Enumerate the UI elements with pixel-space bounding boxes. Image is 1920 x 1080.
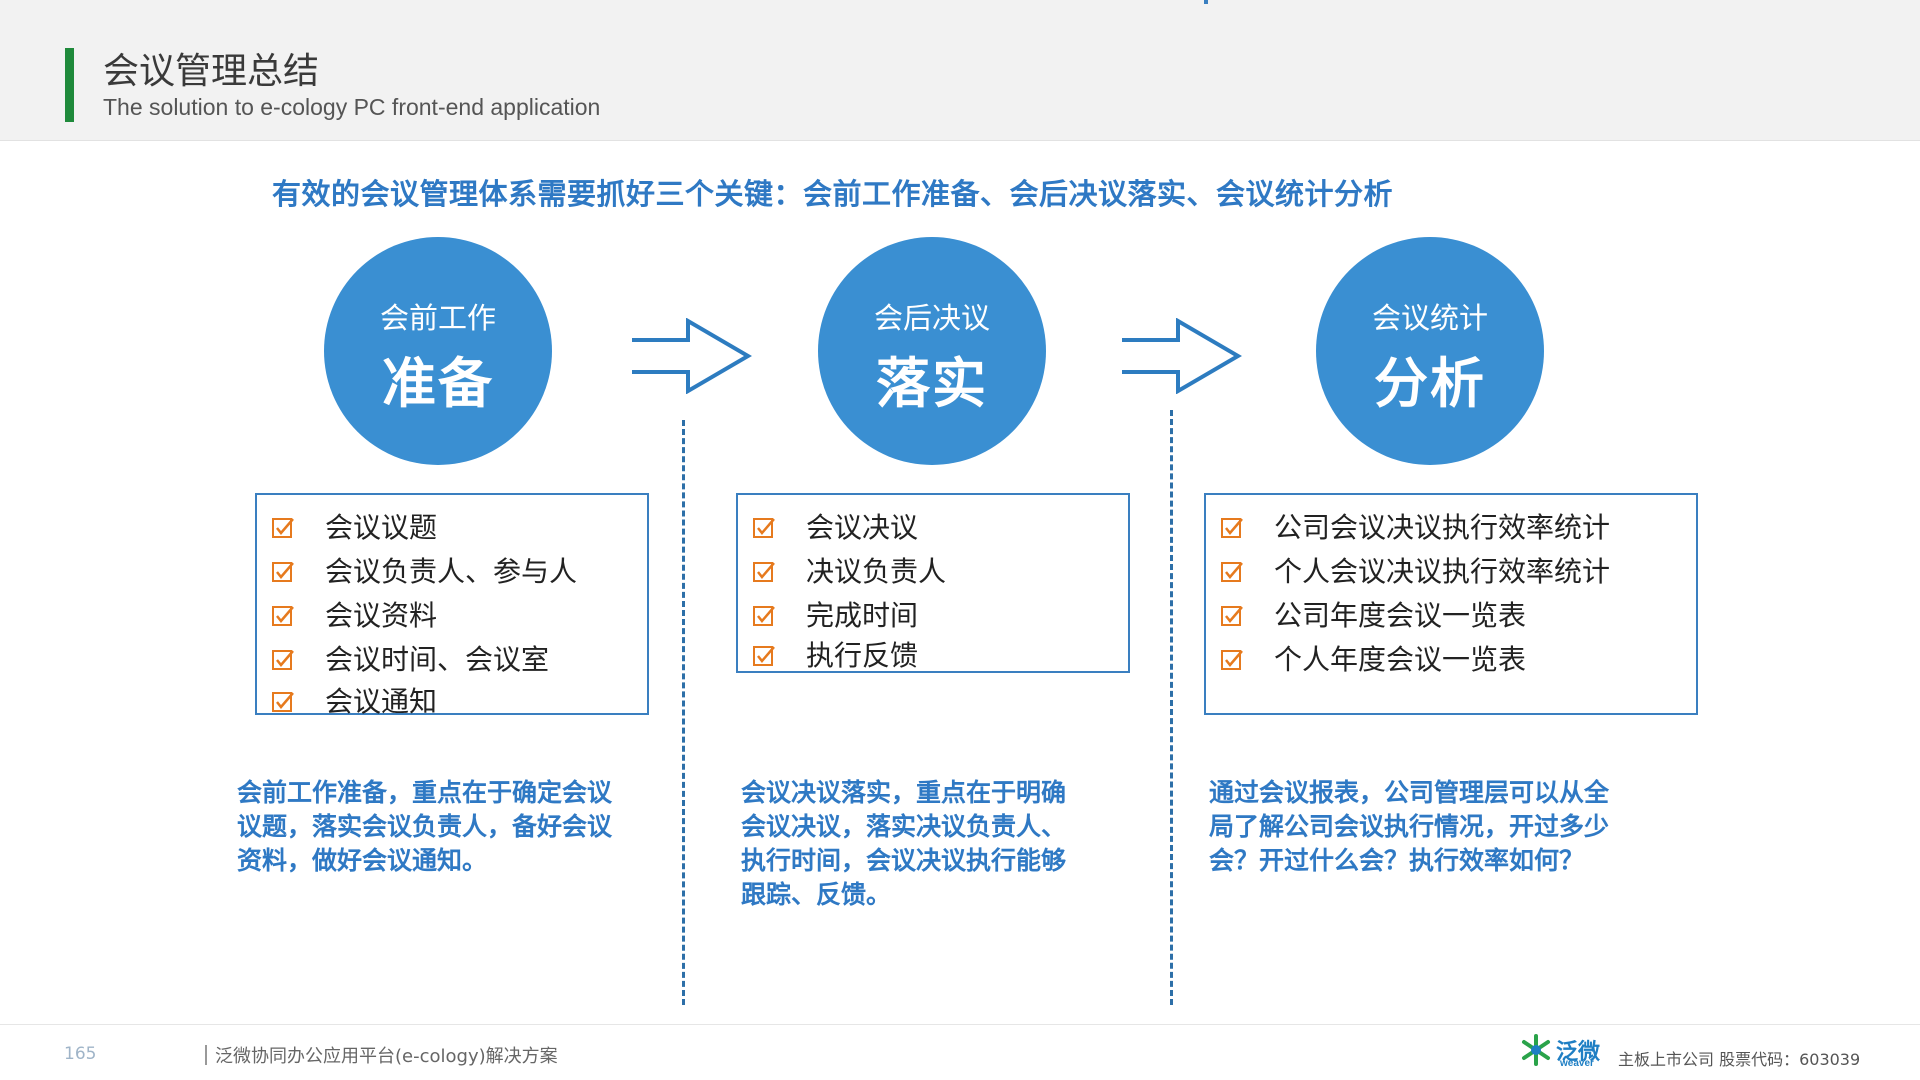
- slide-header: 会议管理总结 The solution to e-cology PC front…: [0, 0, 1920, 141]
- checkbox-checked-icon: [753, 562, 775, 582]
- checklist-box-analysis: 公司会议决议执行效率统计 个人会议决议执行效率统计 公司年度会议一览表 个人年度…: [1204, 493, 1698, 715]
- checkbox-checked-icon: [272, 518, 294, 538]
- footer-stock-info: 主板上市公司 股票代码：603039: [1618, 1050, 1861, 1069]
- headline: 有效的会议管理体系需要抓好三个关键：会前工作准备、会后决议落实、会议统计分析: [272, 177, 1394, 211]
- circle-analysis: 会议统计 分析: [1316, 237, 1544, 465]
- checkbox-checked-icon: [1221, 518, 1243, 538]
- circle-small-label: 会后决议: [873, 301, 990, 335]
- checklist-box-preparation: 会议议题 会议负责人、参与人 会议资料 会议时间、会议室 会议通知: [255, 493, 649, 718]
- dashed-divider: [682, 420, 685, 1005]
- logo-cn-text: 泛微: [1556, 1040, 1601, 1065]
- checkbox-checked-icon: [1221, 562, 1243, 582]
- checkbox-checked-icon: [272, 692, 294, 712]
- footer-solution-text: 泛微协同办公应用平台(e-cology)解决方案: [205, 1042, 558, 1068]
- checkbox-checked-icon: [753, 518, 775, 538]
- description-preparation: 会前工作准备，重点在于确定会议 议题，落实会议负责人，备好会议 资料，做好会议通…: [237, 778, 613, 875]
- checkbox-checked-icon: [272, 606, 294, 626]
- footer-separator: [205, 1045, 207, 1065]
- circle-big-label: 分析: [1374, 352, 1486, 415]
- weaver-logo-icon: [1522, 1034, 1550, 1066]
- arrow-right-icon: [1122, 318, 1242, 394]
- arrow-right-icon: [632, 318, 752, 394]
- circle-big-label: 准备: [382, 352, 494, 415]
- title-accent-bar: [65, 48, 74, 122]
- description-implementation: 会议决议落实，重点在于明确 会议决议，落实决议负责人、 执行时间，会议决议执行能…: [741, 778, 1067, 909]
- page-number: 165: [64, 1044, 97, 1064]
- checkbox-checked-icon: [272, 562, 294, 582]
- logo-en-text: weaver: [1560, 1058, 1594, 1069]
- weaver-logo: 泛微 weaver: [1516, 1030, 1606, 1072]
- slide-title: 会议管理总结: [103, 51, 320, 92]
- checkbox-checked-icon: [1221, 606, 1243, 626]
- checkbox-checked-icon: [1221, 650, 1243, 670]
- checkbox-checked-icon: [272, 650, 294, 670]
- dashed-divider: [1170, 410, 1173, 1005]
- circle-implementation: 会后决议 落实: [818, 237, 1046, 465]
- footer-divider: [0, 1024, 1920, 1025]
- description-analysis: 通过会议报表，公司管理层可以从全 局了解公司会议执行情况，开过多少 会？开过什么…: [1209, 778, 1610, 875]
- checkbox-checked-icon: [753, 646, 775, 666]
- circle-small-label: 会前工作: [379, 301, 496, 335]
- checkbox-checked-icon: [753, 606, 775, 626]
- slide-subtitle: The solution to e-cology PC front-end ap…: [103, 94, 601, 120]
- circle-small-label: 会议统计: [1371, 301, 1488, 335]
- checklist-box-implementation: 会议决议 决议负责人 完成时间 执行反馈: [736, 493, 1130, 673]
- checklist-box-analysis-wrapper: [1204, 0, 1208, 4]
- circle-preparation: 会前工作 准备: [324, 237, 552, 465]
- circle-big-label: 落实: [876, 352, 988, 415]
